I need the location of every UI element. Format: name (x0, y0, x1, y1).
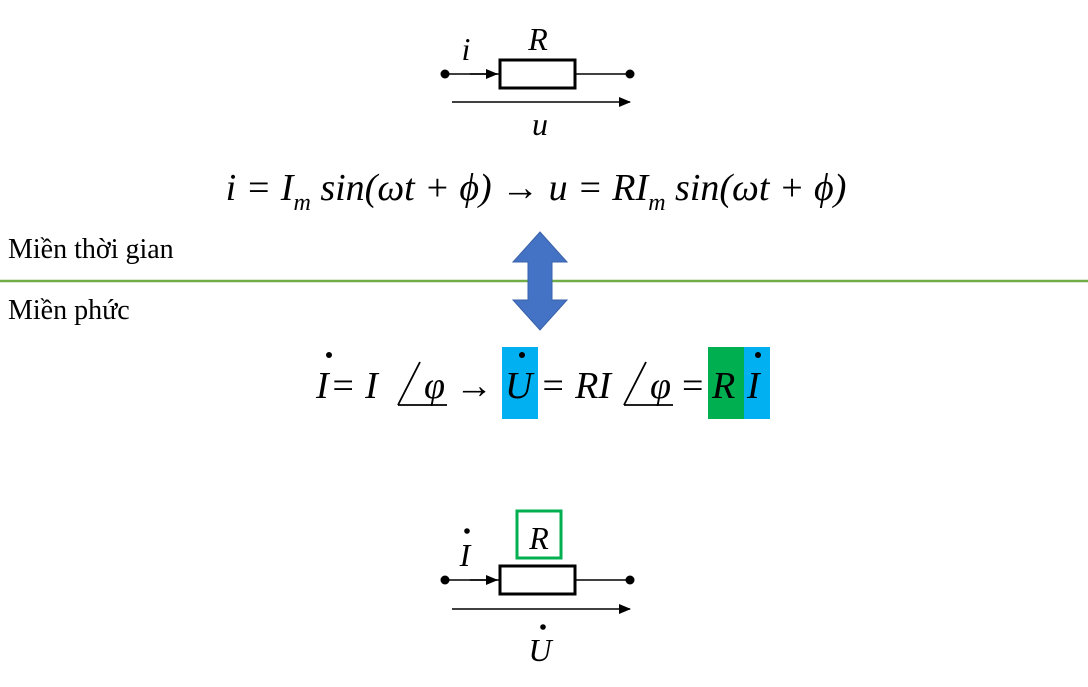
time-domain-label: Miền thời gian (8, 234, 174, 265)
top-resistor-label: R (527, 21, 548, 57)
bottom-resistor (498, 564, 577, 596)
bottom-voltage-dot (540, 624, 546, 630)
top-circuit: i R u (440, 21, 635, 142)
phasor-r-symbol: R (711, 365, 735, 407)
voltage-highlight (502, 347, 538, 419)
phasor-equation: I = I φ → U = RI φ = R I (315, 352, 762, 407)
top-resistor (498, 58, 577, 90)
bottom-resistor-label: R (528, 520, 549, 556)
i-highlight (744, 347, 770, 419)
time-eq-sub-1: m (293, 190, 310, 216)
phasor-angle-1: φ (424, 365, 445, 407)
phasor-current-symbol: I (315, 365, 331, 407)
r-highlight (708, 347, 744, 419)
double-arrow-icon (511, 231, 569, 331)
phasor-arrow: → (455, 365, 493, 407)
bottom-circuit: R I U (440, 509, 635, 668)
phasor-domain-label: Miền phức (8, 295, 130, 326)
resistor-label-box (515, 509, 563, 560)
phasor-current-dot (326, 352, 332, 358)
bottom-voltage-label: U (528, 632, 553, 668)
bottom-current-label: I (459, 537, 472, 573)
time-eq-sub-2: m (648, 190, 665, 216)
time-eq-part-2: sin(ωt + ϕ) → u = RI (311, 167, 651, 209)
phasor-voltage-dot (519, 352, 525, 358)
bottom-current-dot (464, 528, 470, 534)
phasor-voltage-symbol: U (505, 365, 535, 407)
time-eq-part-1: i = I (226, 167, 296, 209)
top-right-terminal (625, 69, 635, 79)
phasor-eq-part-1: = I (330, 365, 380, 407)
angle-symbol-2-slash (623, 361, 647, 406)
phasor-angle-2: φ (650, 365, 671, 407)
top-voltage-label: u (532, 106, 548, 142)
time-eq-part-3: sin(ωt + ϕ) (666, 167, 847, 209)
phasor-eq-part-3: = (682, 365, 703, 407)
angle-symbol-1-slash (397, 361, 421, 406)
bottom-right-terminal (625, 575, 635, 585)
phasor-i-dot (755, 352, 761, 358)
phasor-eq-part-2: = RI (540, 365, 613, 407)
top-current-label: i (462, 31, 471, 67)
phasor-i-symbol: I (746, 365, 762, 407)
time-domain-equation: i = Im sin(ωt + ϕ) → u = RIm sin(ωt + ϕ) (226, 167, 847, 216)
